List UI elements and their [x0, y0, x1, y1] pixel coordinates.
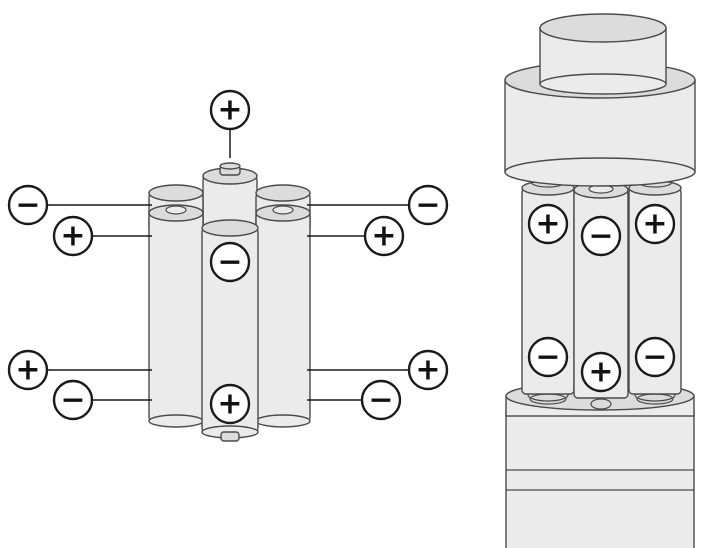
polarity-badge-front-top: − — [209, 241, 251, 283]
polarity-badge-upper-right-outer: − — [407, 184, 449, 226]
polarity-badge-holder-left-top: + — [527, 203, 569, 245]
polarity-badge-upper-left-inner: + — [52, 215, 94, 257]
polarity-badge-front-bottom: + — [209, 383, 251, 425]
svg-text:−: − — [368, 383, 393, 418]
polarity-badge-lower-left-inner: − — [52, 379, 94, 421]
svg-text:+: + — [415, 353, 440, 388]
svg-text:−: − — [217, 245, 242, 280]
polarity-badge-holder-right-top: + — [634, 203, 676, 245]
svg-text:−: − — [535, 340, 560, 375]
svg-text:+: + — [642, 207, 667, 242]
svg-text:−: − — [60, 383, 85, 418]
polarity-badge-holder-right-bottom: − — [634, 336, 676, 378]
holder-lower-tube — [505, 411, 695, 548]
battery-back-center — [202, 162, 258, 229]
svg-text:−: − — [415, 188, 440, 223]
svg-text:−: − — [15, 188, 40, 223]
svg-text:+: + — [588, 355, 613, 390]
svg-text:−: − — [642, 340, 667, 375]
polarity-badge-lower-left-outer: + — [7, 349, 49, 391]
svg-text:+: + — [217, 93, 242, 128]
svg-text:−: − — [588, 219, 613, 254]
svg-text:+: + — [60, 219, 85, 254]
polarity-badge-lower-right-inner: − — [360, 379, 402, 421]
polarity-badge-holder-center-top: − — [580, 215, 622, 257]
polarity-badge-top-center: + — [209, 89, 251, 131]
svg-text:+: + — [217, 387, 242, 422]
polarity-badge-holder-left-bottom: − — [527, 336, 569, 378]
polarity-badge-upper-right-inner: + — [363, 215, 405, 257]
battery-holder-diagram: + − + − + − — [504, 13, 696, 548]
battery-mid-left — [148, 204, 204, 428]
polarity-badge-lower-right-outer: + — [407, 349, 449, 391]
holder-top-cap — [539, 13, 667, 95]
battery-mid-right — [255, 204, 311, 428]
svg-text:+: + — [535, 207, 560, 242]
leader-lines-left — [46, 130, 410, 401]
svg-text:+: + — [371, 219, 396, 254]
polarity-badge-holder-center-bottom: + — [580, 351, 622, 393]
polarity-badge-upper-left-outer: − — [7, 184, 49, 226]
battery-bundle-diagram: + − + − + − + + — [7, 89, 449, 442]
svg-text:+: + — [15, 353, 40, 388]
battery-front-center — [201, 219, 259, 442]
